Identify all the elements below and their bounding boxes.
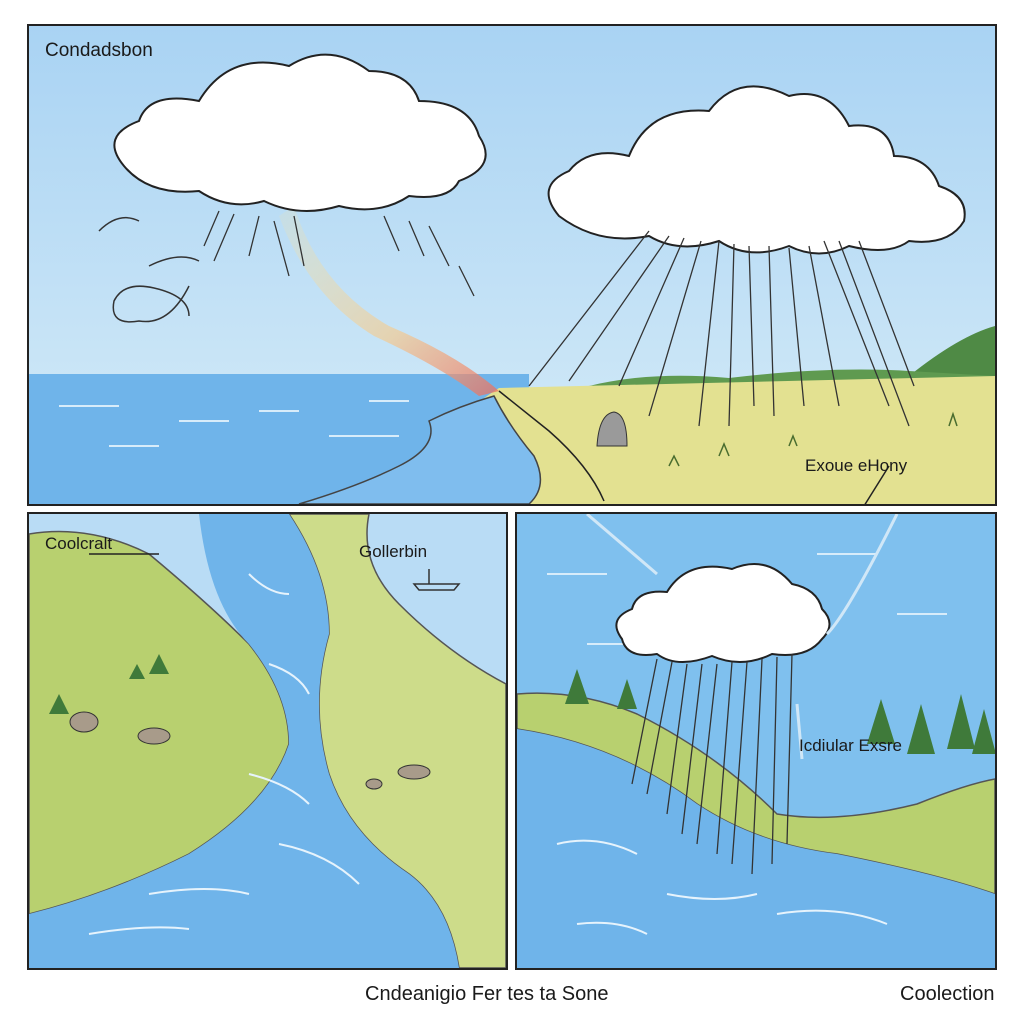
trees (49, 654, 169, 714)
arrow-label (864, 465, 890, 504)
label-top-right: Exoue eHony (805, 456, 908, 475)
cloud-left (113, 53, 487, 212)
wind-swirls (98, 216, 200, 323)
rock (69, 711, 99, 733)
caption-middle: Cndeanigio Fer tes ta Sone (365, 983, 609, 1005)
bottom-right-scene (517, 514, 995, 968)
panel-evaporation-condensation: Condadsbon Exoue eHony (27, 24, 997, 506)
cloud-right (547, 85, 966, 255)
rock (596, 411, 628, 447)
river-ripples (556, 839, 888, 935)
river-ripples (88, 573, 360, 935)
grass-tufts (668, 411, 958, 467)
rain-right (528, 230, 915, 427)
hill (909, 326, 995, 386)
cloud (615, 563, 831, 664)
land (449, 376, 995, 504)
rain-left (203, 210, 475, 297)
caption-right: Coolection (900, 983, 995, 1005)
trees (565, 669, 995, 754)
boat (412, 569, 461, 591)
panel-collection-river: Coolcralt Gollerbin (27, 512, 508, 970)
arrows (586, 514, 899, 760)
rock (137, 727, 171, 745)
label-bottom-left-a: Coolcralt (45, 534, 113, 553)
river (298, 395, 542, 504)
top-scene (29, 26, 995, 504)
bottom-left-scene (29, 514, 506, 968)
rain (631, 653, 793, 875)
rock (397, 764, 431, 780)
river (517, 729, 995, 968)
label-bottom-left-b: Gollerbin (359, 542, 428, 561)
arrow-runoff (498, 390, 605, 502)
panel-precipitation: Icdiular Exsre (515, 512, 997, 970)
label-bottom-right: Icdiular Exsre (799, 736, 902, 755)
label-condensation: Condadsbon (45, 40, 153, 61)
river (29, 514, 459, 968)
evaporation-arrow (279, 206, 499, 396)
rock (365, 778, 383, 790)
sea-waves (59, 400, 409, 447)
left-bank (29, 530, 290, 915)
